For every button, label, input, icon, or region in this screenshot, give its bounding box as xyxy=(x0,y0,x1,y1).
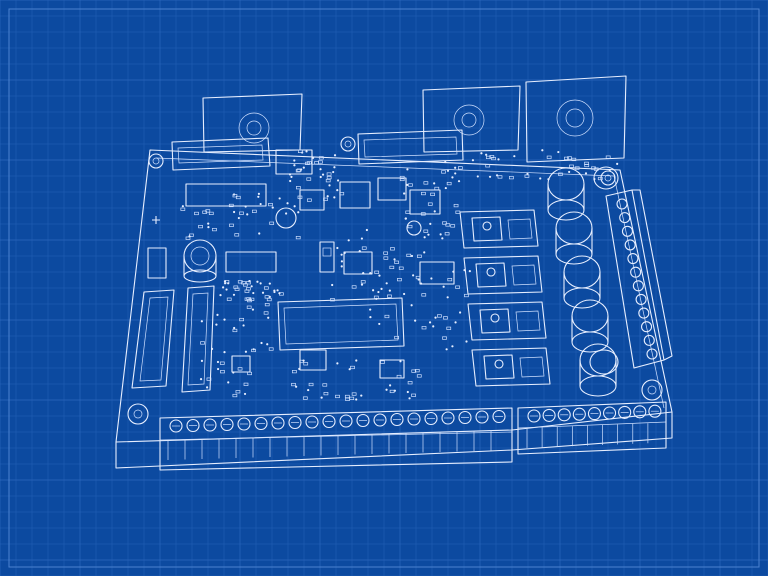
ribbon-header-right xyxy=(181,285,215,393)
power-transistor xyxy=(463,255,543,295)
power-transistor xyxy=(467,301,547,341)
terminal-screw xyxy=(390,412,404,427)
terminal-screw xyxy=(648,404,662,418)
terminal-block-side xyxy=(605,189,673,369)
terminal-screw xyxy=(542,408,556,422)
terminal-screw xyxy=(627,252,639,265)
terminal-screw xyxy=(424,411,438,426)
terminal-screw xyxy=(646,348,658,360)
terminal-screw xyxy=(203,418,217,432)
terminal-screw xyxy=(618,405,632,419)
terminal-screw xyxy=(322,414,336,429)
ic-chips xyxy=(185,149,455,379)
ribbon-header-left xyxy=(131,289,175,389)
electrolytic-capacitor xyxy=(563,255,601,309)
electrolytic-capacitor xyxy=(571,299,609,353)
dip-switch xyxy=(319,241,335,273)
terminal-screw xyxy=(630,266,642,278)
terminal-screw xyxy=(643,334,655,346)
terminal-screw xyxy=(475,410,489,424)
top-header-right xyxy=(357,129,464,165)
mounting-holes xyxy=(127,136,663,425)
terminal-screw xyxy=(339,414,353,428)
small-capacitor xyxy=(183,239,217,283)
terminal-screw xyxy=(407,412,421,426)
smd-components xyxy=(180,149,619,401)
electrolytic-capacitors xyxy=(547,166,619,397)
terminal-screw xyxy=(587,407,601,421)
terminal-screw xyxy=(492,409,506,424)
power-transistor xyxy=(459,209,539,249)
terminal-screw xyxy=(633,405,647,419)
power-transistor xyxy=(471,347,551,387)
terminal-screw xyxy=(638,307,650,319)
electrolytic-capacitor xyxy=(547,167,585,221)
terminal-screw xyxy=(572,407,586,421)
terminal-block-front-main xyxy=(159,407,513,471)
small-connector xyxy=(147,247,167,279)
terminal-screw xyxy=(237,417,251,431)
electrolytic-capacitor-small xyxy=(589,349,619,375)
terminal-screw xyxy=(635,293,647,306)
electrolytic-capacitor xyxy=(555,211,593,265)
terminal-screw xyxy=(458,410,472,425)
terminal-screw xyxy=(640,321,653,333)
top-header-left xyxy=(171,137,271,171)
terminal-screw xyxy=(616,198,628,210)
terminal-screw xyxy=(603,406,617,420)
terminal-block-front-right xyxy=(517,401,667,455)
terminal-screw xyxy=(254,416,268,431)
terminal-screw xyxy=(624,239,636,251)
terminal-screw xyxy=(621,225,634,237)
terminal-screw xyxy=(169,419,183,433)
terminal-screw xyxy=(441,411,455,425)
terminal-screw xyxy=(220,417,234,432)
terminal-screw xyxy=(271,416,285,430)
terminal-screw xyxy=(305,415,319,429)
terminal-screw xyxy=(356,413,370,428)
terminal-screw xyxy=(632,280,644,292)
terminal-screw xyxy=(619,212,631,224)
terminal-screw xyxy=(186,418,200,433)
terminal-screw xyxy=(527,409,541,423)
terminal-screw xyxy=(288,415,302,430)
terminal-screw xyxy=(557,408,571,422)
central-processor-chip xyxy=(277,297,405,351)
sheet-border xyxy=(8,8,760,568)
power-transistors xyxy=(459,209,551,387)
rotary-switch-board-right xyxy=(525,75,627,163)
plus-mark xyxy=(152,216,160,224)
electrolytic-capacitor-small xyxy=(593,166,619,190)
terminal-screw xyxy=(373,413,387,427)
electrolytic-capacitor xyxy=(579,343,617,397)
